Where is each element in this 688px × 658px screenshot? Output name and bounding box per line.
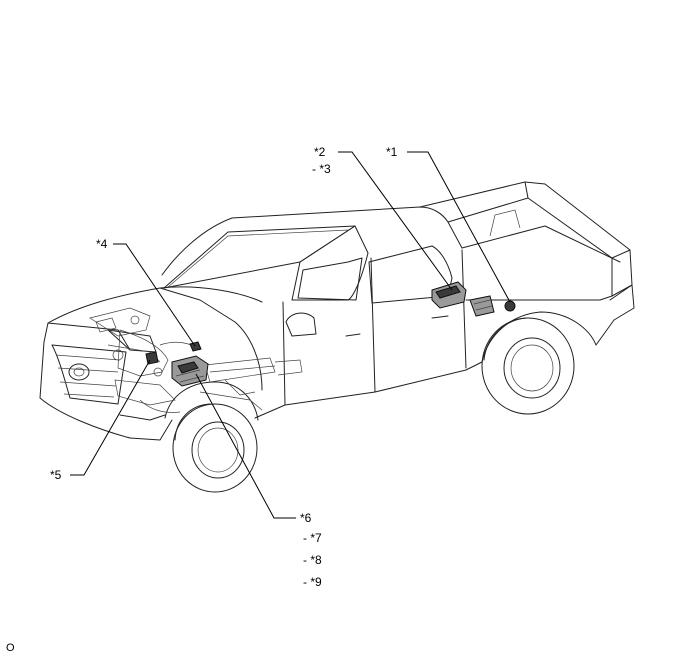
- callout-3: - *3: [312, 162, 331, 176]
- leader-5: [70, 359, 151, 476]
- front-wheel: [172, 403, 258, 493]
- footer-code: O: [6, 642, 15, 654]
- leader-4: [113, 243, 196, 347]
- callout-4: *4: [96, 237, 108, 251]
- callout-5: *5: [50, 468, 62, 482]
- part-5-sensor: [145, 351, 159, 365]
- part-bracket: [469, 295, 495, 317]
- callout-8: - *8: [303, 553, 322, 567]
- part-4-sensor: [189, 341, 202, 352]
- leader-2: [338, 151, 453, 291]
- truck-body: [39, 181, 635, 441]
- callout-2: *2: [314, 145, 326, 159]
- callout-6: *6: [300, 511, 312, 525]
- component-parts: [145, 281, 516, 387]
- callout-1: *1: [386, 145, 398, 159]
- rear-wheel: [481, 317, 575, 415]
- leader-6: [195, 373, 296, 519]
- engine-drivetrain: [89, 307, 303, 413]
- leader-1: [407, 151, 511, 303]
- callout-7: - *7: [303, 531, 322, 545]
- part-1-sensor: [504, 300, 516, 312]
- leader-lines: [70, 151, 511, 519]
- callout-9: - *9: [303, 575, 322, 589]
